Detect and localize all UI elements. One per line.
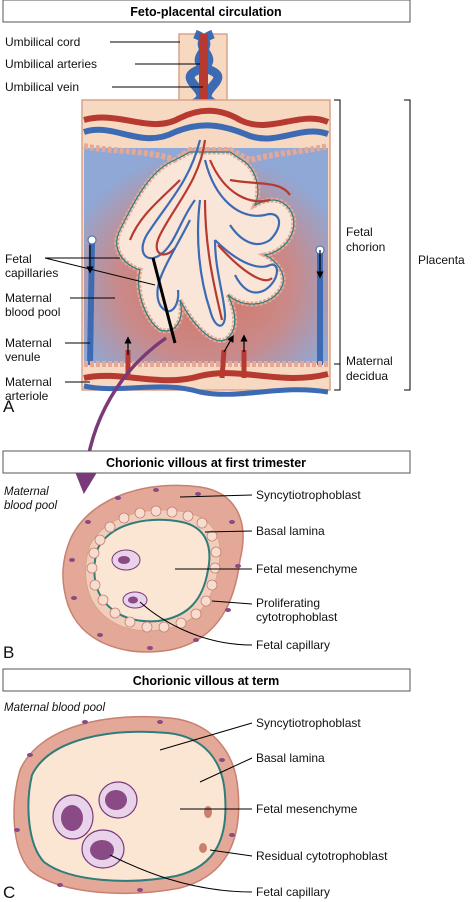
panel-b-pool-label-1: Maternal: [4, 486, 49, 498]
c-basal-lamina-leader: [199, 757, 253, 783]
b-basal-lamina-leader: [204, 530, 253, 533]
b-proliferating-label-1: Proliferating: [256, 596, 320, 610]
c-residual-label: Residual cytotrophoblast: [256, 849, 388, 863]
umbilical-arteries-label: Umbilical arteries: [5, 57, 97, 71]
panel-a-header: Feto-placental circulation: [130, 5, 281, 19]
chorionic-vessels: [83, 107, 330, 142]
panel-b-header: Chorionic villous at first trimester: [106, 456, 306, 470]
b-fetal-capillary-leader: [139, 601, 253, 646]
c-basal-lamina-label: Basal lamina: [256, 751, 325, 765]
fetal-capillaries-c: [52, 781, 138, 869]
maternal-blood-pool-label-2: blood pool: [5, 305, 60, 319]
umbilical-vein-label: Umbilical vein: [5, 80, 79, 94]
b-fetal-capillary-label: Fetal capillary: [256, 638, 330, 652]
fetal-capillaries-leader: [44, 257, 156, 286]
c-residual-leader: [209, 849, 253, 857]
fetal-capillaries-b: [111, 549, 148, 609]
villus-first-trimester: [62, 484, 244, 653]
fetal-capillary-loops: [128, 139, 291, 327]
c-fetal-capillary-leader: [109, 854, 253, 893]
b-syncytio-leader: [179, 494, 253, 498]
villus-at-term: [13, 715, 240, 895]
fetal-chorion-label-1: Fetal: [346, 225, 373, 239]
panel-c-pool-label: Maternal blood pool: [4, 702, 105, 714]
b-syncytio-label: Syncytiotrophoblast: [256, 488, 361, 502]
maternal-venule-label-2: venule: [5, 350, 41, 364]
panel-a: Feto-placental circulation: [2, 0, 465, 416]
maternal-decidua-label-1: Maternal: [346, 354, 393, 368]
panel-b-letter: B: [3, 643, 14, 662]
syncytial-nuclei: [69, 488, 241, 650]
maternal-arteriole-label-2: arteriole: [5, 389, 49, 403]
c-syncytio-label: Syncytiotrophoblast: [256, 716, 361, 730]
c-syncytio-leader: [159, 722, 253, 751]
umbilical-cord: [178, 29, 228, 109]
fetal-chorion-label-2: chorion: [346, 240, 385, 254]
maternal-arterioles: [83, 349, 329, 397]
b-mesenchyme-label: Fetal mesenchyme: [256, 562, 358, 576]
fetal-chorion-bracket: [334, 99, 341, 365]
b-proliferating-label-2: cytotrophoblast: [256, 610, 338, 624]
b-proliferating-leader: [211, 600, 253, 605]
placenta-label: Placenta: [418, 253, 465, 267]
cytotrophoblast-cells: [86, 505, 222, 633]
panel-c: Chorionic villous at term Maternal blood…: [2, 668, 411, 902]
umbilical-cord-label: Umbilical cord: [5, 35, 80, 49]
maternal-blood-pool-label-1: Maternal: [5, 291, 52, 305]
c-fetal-capillary-label: Fetal capillary: [256, 885, 330, 899]
fetal-capillaries-label-2: capillaries: [5, 266, 58, 280]
panel-a-header-box: [2, 0, 411, 23]
maternal-decidua-bracket: [334, 363, 341, 391]
panel-c-header-box: [2, 668, 411, 692]
panel-c-letter: C: [3, 883, 15, 902]
maternal-decidua-label-2: decidua: [346, 369, 388, 383]
panel-c-header: Chorionic villous at term: [133, 674, 280, 688]
panel-b-header-box: [2, 450, 411, 474]
panel-b: Chorionic villous at first trimester Mat…: [2, 450, 411, 662]
syncytial-nuclei-c: [14, 720, 235, 892]
placenta-bracket: [404, 99, 411, 391]
panel-b-pool-label-2: blood pool: [4, 500, 58, 512]
maternal-arteriole-label-1: Maternal: [5, 375, 52, 389]
maternal-venule-label-1: Maternal: [5, 336, 52, 350]
panel-a-letter: A: [3, 397, 15, 416]
section-line: [151, 257, 177, 344]
fetal-capillaries-label-1: Fetal: [5, 252, 32, 266]
b-basal-lamina-label: Basal lamina: [256, 524, 325, 538]
c-mesenchyme-label: Fetal mesenchyme: [256, 802, 358, 816]
